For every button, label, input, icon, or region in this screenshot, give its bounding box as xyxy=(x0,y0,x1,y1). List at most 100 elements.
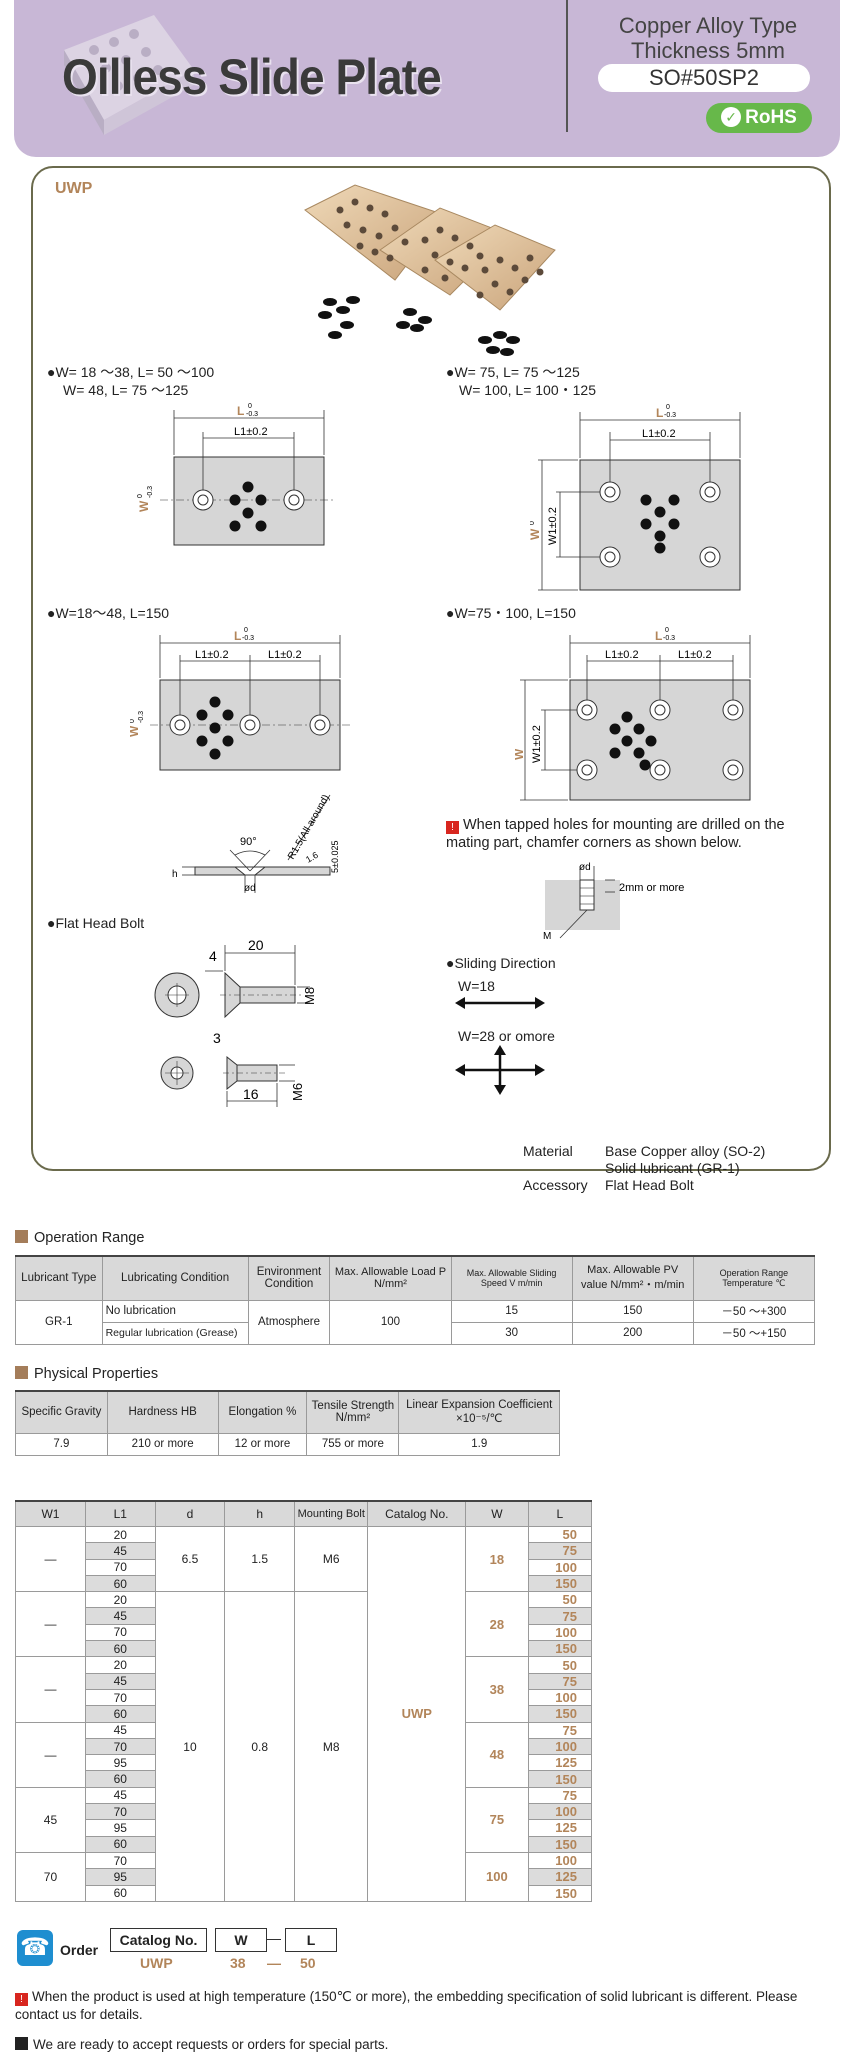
product-details-box xyxy=(31,166,831,1171)
cat-l1: 70 xyxy=(84,1688,156,1707)
cat-d: 10 xyxy=(154,1591,226,1902)
svg-text:W: W xyxy=(515,748,526,760)
cat-w: 100 xyxy=(465,1851,529,1902)
phys-gravity: 7.9 xyxy=(15,1432,108,1456)
svg-text:L1±0.2: L1±0.2 xyxy=(268,649,302,661)
cat-w: 18 xyxy=(465,1525,529,1593)
cat-w: 38 xyxy=(465,1656,529,1723)
cat-l1: 70 xyxy=(84,1558,156,1576)
cat-header-catalog: Catalog No. xyxy=(367,1500,467,1527)
catalog-table: W1 L1 d h Mounting Bolt Catalog No. W L … xyxy=(15,1500,593,1902)
catalog-code: SO#50SP2 xyxy=(598,64,810,92)
sliding-w28-label: W=28 or omore xyxy=(458,1028,555,1044)
svg-text:L1±0.2: L1±0.2 xyxy=(678,649,712,661)
tapped-holes-text: When tapped holes for mounting are drill… xyxy=(446,817,785,851)
op-header-condition: Lubricating Condition xyxy=(101,1255,249,1301)
cat-l: 150 xyxy=(527,1705,593,1723)
cat-l: 150 xyxy=(527,1574,593,1593)
cat-l: 100 xyxy=(527,1623,593,1642)
cat-bolt: M6 xyxy=(294,1525,369,1593)
cat-w1: — xyxy=(15,1591,86,1658)
phys-tensile: 755 or more xyxy=(306,1432,400,1456)
cat-w1: — xyxy=(15,1721,86,1788)
material-label: Material xyxy=(523,1143,573,1159)
phys-hardness: 210 or more xyxy=(106,1432,219,1456)
fig4-drawing: L 0-0.3 L1±0.2 L1±0.2 W W1±0.2 xyxy=(515,627,751,801)
sliding-arrow-horizontal-icon xyxy=(455,997,545,1009)
fig1-caption-1: ●W= 18 ～38, L= 50 ～100 xyxy=(47,364,215,380)
phys-elongation: 12 or more xyxy=(217,1432,308,1456)
op-temp-2: －50 ～+150 xyxy=(692,1321,816,1345)
svg-text:0: 0 xyxy=(248,403,252,410)
accessory-label: Accessory xyxy=(523,1177,588,1193)
cat-l: 100 xyxy=(527,1737,593,1756)
cat-w1: — xyxy=(15,1525,86,1593)
op-header-speed: Max. Allowable Sliding Speed V m/min xyxy=(450,1255,573,1301)
chamfer-detail-drawing: 90° ød h R1.5(All around) 1.6 5±0.025 xyxy=(172,793,340,894)
cat-l1: 70 xyxy=(84,1851,156,1870)
operation-range-table: Lubricant Type Lubricating Condition Env… xyxy=(15,1255,816,1345)
fig2-drawing: L 0-0.3 L1±0.2 W 0 W1±0.2 xyxy=(530,404,741,591)
svg-text:W1±0.2: W1±0.2 xyxy=(531,725,543,763)
fig3-caption: ●W=18～48, L=150 xyxy=(47,605,170,621)
cat-l1: 70 xyxy=(84,1623,156,1642)
high-temp-warning: !When the product is used at high temper… xyxy=(15,1988,835,2024)
cat-d: 6.5 xyxy=(154,1525,226,1593)
cat-l1: 95 xyxy=(84,1754,156,1772)
cat-header-l: L xyxy=(527,1500,593,1527)
svg-text:0: 0 xyxy=(137,494,144,498)
svg-text:h: h xyxy=(172,869,178,880)
bolt1-length: 20 xyxy=(248,937,264,953)
high-temp-warning-text: When the product is used at high tempera… xyxy=(15,1989,798,2022)
svg-text:L1±0.2: L1±0.2 xyxy=(605,649,639,661)
phone-icon: ☎ xyxy=(17,1930,53,1966)
physical-properties-heading: Physical Properties xyxy=(15,1366,158,1382)
cat-l1: 45 xyxy=(84,1721,156,1739)
op-cond-2: Regular lubrication (Grease) xyxy=(101,1321,249,1345)
fig1-caption-2: W= 48, L= 75 ～125 xyxy=(63,382,189,398)
svg-text:-0.3: -0.3 xyxy=(663,635,675,642)
order-example-catalog: UWP xyxy=(140,1955,173,1971)
cat-l: 125 xyxy=(527,1868,593,1886)
order-example-w: 38 xyxy=(230,1955,246,1971)
cat-w: 75 xyxy=(465,1786,529,1853)
svg-text:ød: ød xyxy=(244,883,256,894)
cat-l: 50 xyxy=(527,1591,593,1609)
order-label: Order xyxy=(60,1942,99,1958)
cat-l1: 95 xyxy=(84,1868,156,1886)
cat-l: 75 xyxy=(527,1607,593,1625)
product-photo xyxy=(304,184,556,356)
cat-w1: 70 xyxy=(15,1851,86,1902)
cat-l1: 70 xyxy=(84,1803,156,1821)
svg-text:W1±0.2: W1±0.2 xyxy=(547,507,559,545)
svg-text:L1±0.2: L1±0.2 xyxy=(642,428,676,440)
op-env: Atmosphere xyxy=(247,1299,331,1345)
op-speed-2: 30 xyxy=(450,1321,573,1345)
svg-text:W: W xyxy=(137,500,151,512)
section-marker-icon xyxy=(15,1230,28,1243)
svg-text:L: L xyxy=(656,406,663,420)
cat-header-l1: L1 xyxy=(84,1500,156,1527)
fig2-caption-1: ●W= 75, L= 75 ～125 xyxy=(446,364,580,380)
svg-text:L1±0.2: L1±0.2 xyxy=(234,426,268,438)
cat-w: 28 xyxy=(465,1591,529,1658)
cat-l1: 70 xyxy=(84,1737,156,1756)
warning-icon: ! xyxy=(446,821,459,834)
order-example-l: 50 xyxy=(300,1955,316,1971)
cat-l1: 60 xyxy=(84,1835,156,1853)
cat-l: 50 xyxy=(527,1525,593,1544)
plate-illustration xyxy=(64,15,194,135)
phys-header-elongation: Elongation % xyxy=(217,1390,308,1434)
order-box-l: L xyxy=(285,1928,337,1952)
warning-icon: ! xyxy=(15,1993,28,2006)
svg-text:-0.3: -0.3 xyxy=(147,486,154,498)
header-divider xyxy=(566,0,568,132)
